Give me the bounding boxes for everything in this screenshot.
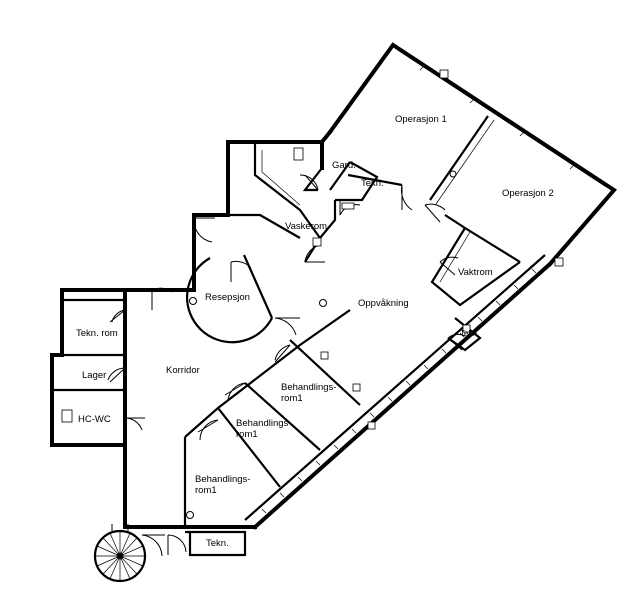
- label-hc-wc: HC-WC: [78, 414, 111, 425]
- label-gard: Gard.: [332, 160, 356, 171]
- label-tekn-bottom: Tekn.: [206, 538, 229, 549]
- exterior-walls: [50, 42, 618, 530]
- label-behandling-b-2: rom1: [236, 429, 258, 440]
- label-tekn-top: Tekn.: [361, 178, 384, 189]
- label-behandling-a-2: rom1: [281, 393, 303, 404]
- label-oppvakning: Oppvåkning: [358, 298, 409, 309]
- window-marks: [261, 65, 575, 514]
- label-behandling-a-1: Behandlings-: [281, 382, 336, 393]
- room-labels: Operasjon 1 Operasjon 2 Gard. Tekn. Vask…: [76, 114, 554, 549]
- fixtures: [61, 69, 564, 519]
- label-behandling-c-2: rom1: [195, 485, 217, 496]
- interior-walls: [52, 115, 521, 557]
- label-behandling-b-1: Behandlings-: [236, 418, 291, 429]
- door-swings: [107, 174, 466, 557]
- label-operasjon-1: Operasjon 1: [395, 114, 447, 125]
- label-vaskerom: Vaskerom: [285, 221, 327, 232]
- label-tekn-small: Tekn.: [460, 329, 479, 338]
- label-vaktrom: Vaktrom: [458, 267, 493, 278]
- label-lager: Lager: [82, 370, 106, 381]
- label-korridor: Korridor: [166, 365, 200, 376]
- spiral-stair: [93, 524, 147, 583]
- label-operasjon-2: Operasjon 2: [502, 188, 554, 199]
- label-resepsjon: Resepsjon: [205, 292, 250, 303]
- label-tekn-rom: Tekn. rom: [76, 328, 118, 339]
- label-behandling-c-1: Behandlings-: [195, 474, 250, 485]
